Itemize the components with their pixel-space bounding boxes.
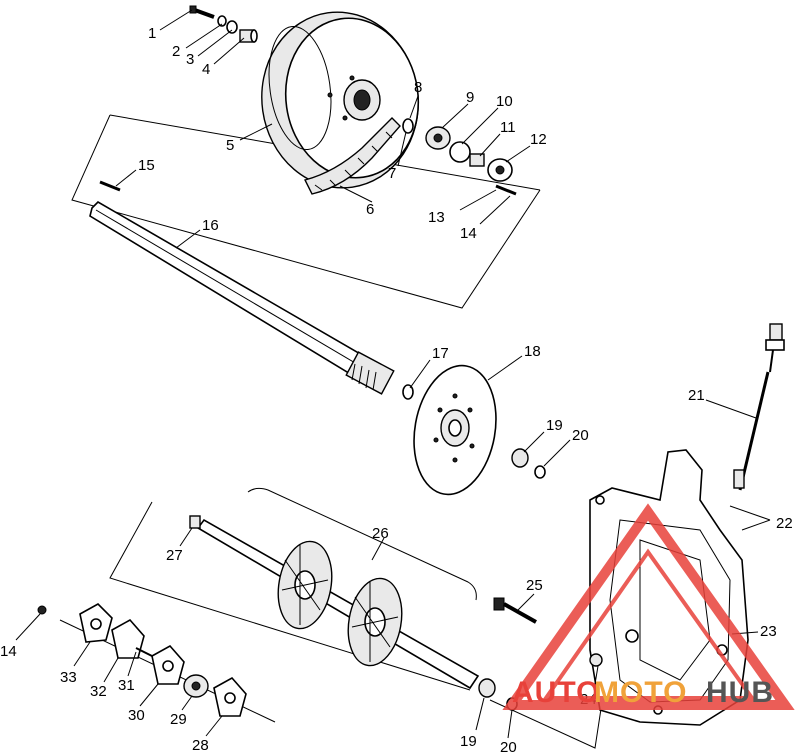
watermark-text-auto: AUTO (512, 676, 600, 709)
label-2: 2 (172, 43, 180, 60)
sprocket-right (347, 577, 403, 667)
bolt-13 (495, 184, 517, 196)
label-30: 30 (128, 707, 145, 724)
label-4: 4 (202, 61, 210, 78)
label-27: 27 (166, 547, 183, 564)
washer-2 (217, 15, 227, 27)
label-20-upper: 20 (572, 427, 589, 444)
label-19-upper: 19 (546, 417, 563, 434)
label-7: 7 (388, 165, 396, 182)
label-26: 26 (372, 525, 389, 542)
label-32: 32 (90, 683, 107, 700)
gasket-32 (111, 618, 145, 659)
sprocket-left (277, 540, 333, 630)
label-19-lower: 19 (460, 733, 477, 750)
upper-group-outline (71, 114, 541, 309)
pin-15 (99, 180, 121, 192)
nut-14-lower (37, 605, 47, 615)
label-10: 10 (496, 93, 513, 110)
drive-pulley (261, 11, 420, 189)
bolt-25 (493, 597, 537, 624)
washer-7 (402, 118, 414, 134)
o-ring-20-upper (534, 465, 546, 479)
chaincase-housing-23 (589, 449, 749, 726)
leader-lines (15, 9, 771, 739)
label-1: 1 (148, 25, 156, 42)
label-5: 5 (226, 137, 234, 154)
label-9: 9 (466, 89, 474, 106)
label-29: 29 (170, 711, 187, 728)
label-22: 22 (776, 515, 793, 532)
label-14-upper: 14 (460, 225, 477, 242)
drive-chain (303, 117, 401, 195)
bearing-19-upper (511, 448, 529, 468)
label-21: 21 (688, 387, 705, 404)
brake-disc-18 (413, 364, 497, 496)
watermark-text-hub: HUB (706, 676, 774, 709)
label-17: 17 (432, 345, 449, 362)
watermark-text-moto: MOTO (594, 676, 687, 709)
label-11: 11 (500, 119, 516, 136)
spacer-4 (239, 29, 258, 43)
label-13: 13 (428, 209, 445, 226)
label-20-lower: 20 (500, 739, 517, 755)
label-28: 28 (192, 737, 209, 754)
bearing-10 (449, 141, 471, 163)
driveshaft-16 (89, 200, 414, 400)
label-18: 18 (524, 343, 541, 360)
washer-3 (226, 20, 238, 34)
label-25: 25 (526, 577, 543, 594)
bolt-1 (189, 5, 215, 19)
label-33: 33 (60, 669, 77, 686)
watermark-logo (502, 503, 795, 710)
speedometer-cable-21 (733, 323, 785, 491)
label-12: 12 (530, 131, 547, 148)
label-16: 16 (202, 217, 219, 234)
label-3: 3 (186, 51, 194, 68)
bracket-26 (247, 487, 477, 601)
label-23: 23 (760, 623, 777, 640)
track-shaft-26 (189, 515, 480, 690)
collar-11 (469, 153, 485, 167)
label-14-lower: 14 (0, 643, 17, 660)
lower-group-outline (109, 501, 471, 691)
bearing-19-lower (478, 678, 496, 698)
label-8: 8 (414, 79, 422, 96)
stud-31 (135, 647, 153, 657)
label-6: 6 (366, 201, 374, 218)
label-15: 15 (138, 157, 155, 174)
label-31: 31 (118, 677, 135, 694)
nut-24 (589, 653, 603, 667)
